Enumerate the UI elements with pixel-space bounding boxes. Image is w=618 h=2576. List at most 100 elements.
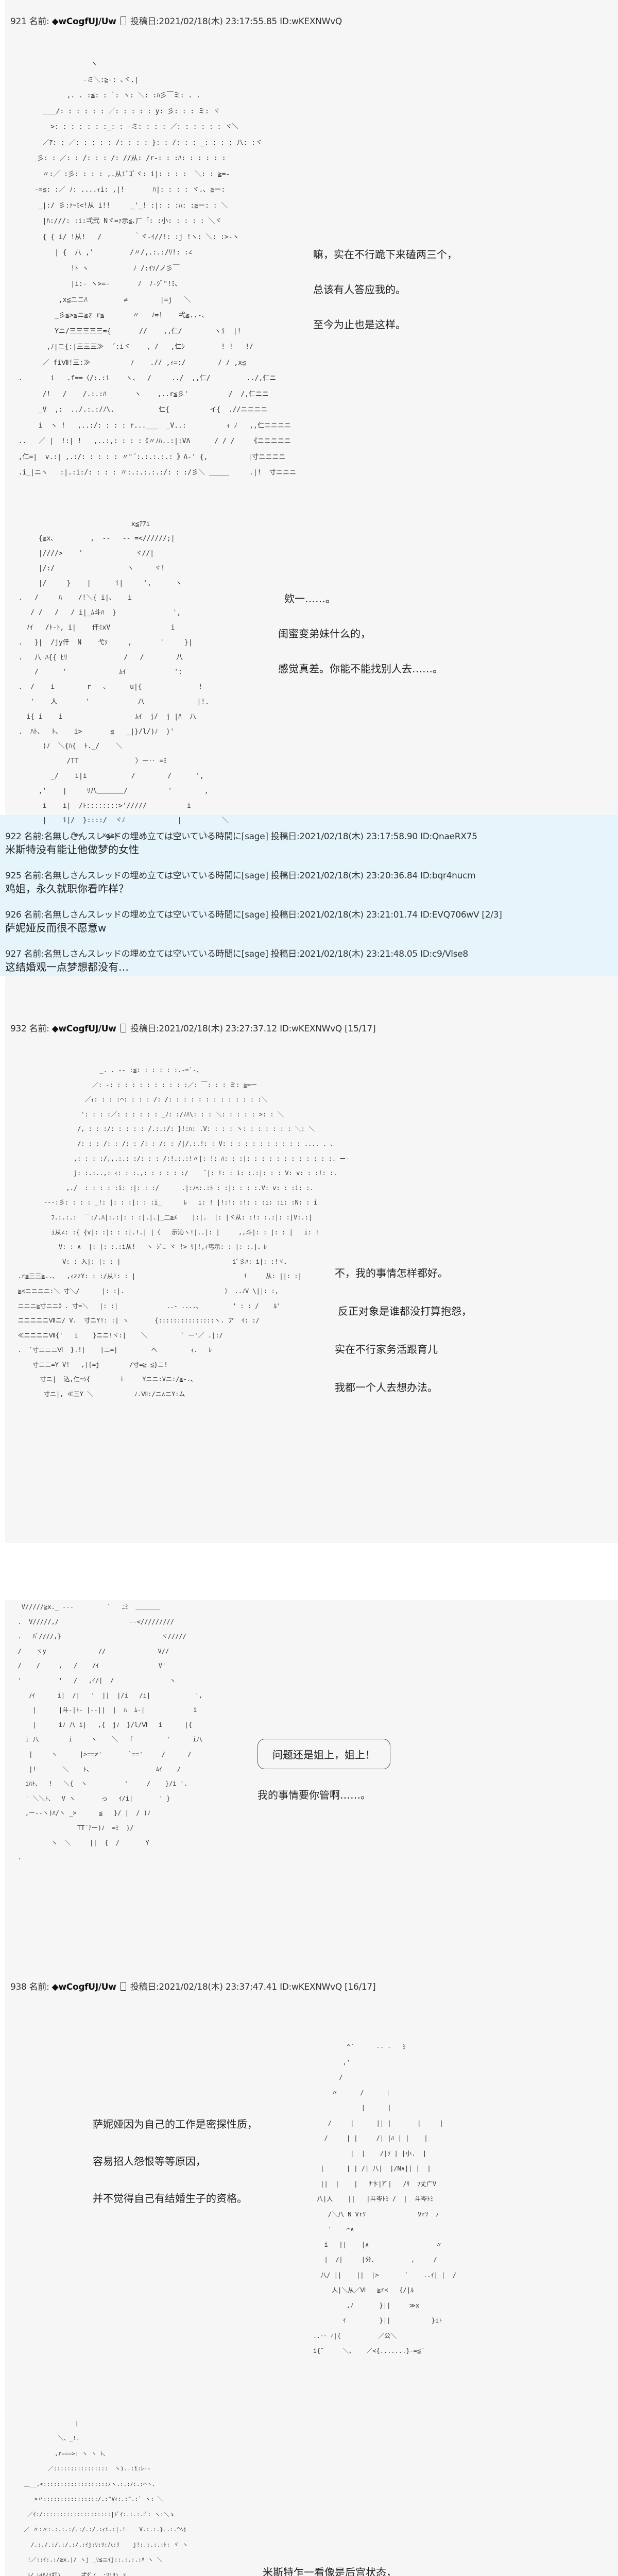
ascii-art: _. . -‐ :≦: : : : : :.-=`‐、 ／: -: : : : …: [18, 1066, 350, 1398]
post-header: 921 名前: ◆wCogfUJ/Uw 投稿日:2021/02/18(木) 23…: [10, 5, 613, 28]
missing-glyph-icon: [120, 16, 126, 25]
narration: 萨妮娅因为自己的工作是密探性质， 容易招人怨恨等等原因， 并不觉得自己有结婚生子…: [93, 2117, 278, 2226]
date-label: 投稿日:: [270, 910, 300, 920]
date-label: 投稿日:: [130, 1982, 159, 1992]
narration-line: 总该有人答应我的。: [313, 283, 406, 296]
post-date: 2021/02/18(木) 23:17:55.85: [159, 16, 277, 27]
post-header: 938 名前: ◆wCogfUJ/Uw 投稿日:2021/02/18(木) 23…: [10, 1981, 613, 1993]
post-header: 926 名前:名無しさんスレッドの埋め立ては空いている時間に[sage] 投稿日…: [5, 909, 613, 921]
speech-bubble: 问题还是姐上，姐上！: [258, 1739, 390, 1769]
narration: 嘛，实在不行跪下来磕两三个， 总该有人答应我的。 至今为止也是这样。: [313, 247, 457, 352]
reply-post: 927 名前:名無しさんスレッドの埋め立ては空いている時間に[sage] 投稿日…: [5, 948, 613, 974]
post-date: 2021/02/18(木) 23:27:37.12: [159, 1024, 277, 1034]
name-label: 名前:: [24, 871, 44, 881]
date-label: 投稿日:: [270, 871, 300, 881]
post-header: 927 名前:名無しさんスレッドの埋め立ては空いている時間に[sage] 投稿日…: [5, 948, 613, 960]
narration-line: 嘛，实在不行跪下来磕两三个，: [313, 248, 457, 261]
sage-tag: [sage]: [241, 871, 268, 881]
narration-line: 感觉真差。你能不能找别人去……。: [278, 662, 443, 675]
post-number: 932: [10, 1024, 27, 1034]
narration-line: 我都一个人去想办法。: [335, 1381, 438, 1394]
sage-tag: [sage]: [241, 832, 268, 842]
post-number: 927: [5, 949, 22, 959]
author-trip[interactable]: ◆wCogfUJ/Uw: [52, 1024, 116, 1034]
post-921: 921 名前: ◆wCogfUJ/Uw 投稿日:2021/02/18(木) 23…: [0, 0, 618, 854]
post-date: 2021/02/18(木) 23:17:58.90: [299, 832, 418, 842]
name-label: 名前:: [29, 1982, 49, 1992]
post-id[interactable]: ID:wKEXNWvQ: [280, 16, 342, 27]
narration-line: 至今为止也是这样。: [313, 318, 406, 331]
narration-line: 我的事情要你管啊……。: [258, 1789, 371, 1801]
reply-body: 萨妮娅反而很不愿意w: [5, 922, 107, 934]
date-label: 投稿日:: [130, 1024, 159, 1034]
post-date: 2021/02/18(木) 23:20:36.84: [299, 871, 418, 881]
post-id[interactable]: ID:EVQ706wV: [420, 910, 479, 920]
ascii-art: | ＼、_!. ,r===>: ヽ ヽ ﾄ、 ／::::::::::::::::…: [24, 2419, 188, 2576]
narration: 米斯特乍一看像是后宫状态， 其实虽然有女孩是真的喜欢他，但也有人觉得结婚跟 把他…: [258, 2565, 566, 2576]
name-label: 名前:: [29, 1024, 49, 1034]
post-id[interactable]: ID:bqr4nucm: [420, 871, 476, 881]
narration-line: 米斯特乍一看像是后宫状态，: [263, 2566, 397, 2576]
post-id[interactable]: ID:wKEXNWvQ: [280, 1982, 342, 1992]
post-number: 925: [5, 871, 22, 881]
post-date: 2021/02/18(木) 23:21:01.74: [299, 910, 418, 920]
post-id[interactable]: ID:QnaeRX75: [420, 832, 477, 842]
post-932: 932 名前: ◆wCogfUJ/Uw 投稿日:2021/02/18(木) 23…: [0, 976, 618, 1543]
anon-name: 名無しさんスレッドの埋め立ては空いている時間に: [44, 832, 242, 842]
post-number: 922: [5, 832, 22, 842]
narration-line: 并不觉得自己有结婚生子的资格。: [93, 2192, 247, 2205]
author-trip[interactable]: ◆wCogfUJ/Uw: [52, 1982, 116, 1992]
reply-body: 鸡姐，永久就职你看咋样？: [5, 883, 129, 895]
ascii-art: ^´ ‐- - ﾐ ,' / 〃 / | |: [313, 2043, 456, 2354]
post-date: 2021/02/18(木) 23:21:48.05: [299, 949, 418, 959]
post-id[interactable]: ID:wKEXNWvQ: [280, 1024, 342, 1034]
post-number: 938: [10, 1982, 27, 1992]
post-count: [16/17]: [345, 1982, 376, 1992]
sage-tag: [sage]: [241, 910, 268, 920]
post-number: 926: [5, 910, 22, 920]
ascii-art: V/////≧x._ -‐- ` ﾆﾐ ＿＿＿＿ . V/////,/ -‐</…: [18, 1603, 203, 1861]
reply-body: 米斯特没有能让他做梦的女性: [5, 843, 139, 856]
scene-2: | ＼、_!. ,r===>: ヽ ヽ ﾄ、 ／::::::::::::::::…: [10, 2416, 613, 2576]
scene-2: x≦ｱｱi {≧x､ , -- -- =<//////;| |////> ' ヾ…: [10, 517, 613, 858]
ascii-art: ヽ -ミ＼:≧-: ､ヾ.| ,. . :≦: : `: ヽ: ＼: :ﾊ彡￣ミ…: [18, 60, 297, 477]
post-count: [2/3]: [482, 910, 502, 920]
narration-line: 反正对象是谁都没打算抱怨，: [338, 1305, 472, 1317]
post-id[interactable]: ID:c9/Vlse8: [420, 949, 468, 959]
scene-1: ヽ -ミ＼:≧-: ､ヾ.| ,. . :≦: : `: ヽ: ＼: :ﾊ彡￣ミ…: [10, 57, 613, 481]
reply-post: 922 名前:名無しさんスレッドの埋め立ては空いている時間に[sage] 投稿日…: [5, 831, 613, 856]
missing-glyph-icon: [120, 1024, 126, 1032]
narration: 欸一……。 闺蜜变弟妹什么的， 感觉真差。你能不能找别人去……。: [278, 591, 443, 697]
reply-body: 这结婚观一点梦想都没有…: [5, 961, 129, 973]
narration-line: 实在不行家务活跟育儿: [335, 1343, 438, 1355]
narration: 不，我的事情怎样都好。 反正对象是谁都没打算抱怨， 实在不行家务活跟育儿 我都一…: [335, 1266, 472, 1415]
post-header: 922 名前:名無しさんスレッドの埋め立ては空いている時間に[sage] 投稿日…: [5, 831, 613, 843]
narration-line: 欸一……。: [284, 592, 336, 605]
scene-2: V/////≧x._ -‐- ` ﾆﾐ ＿＿＿＿ . V/////,/ -‐</…: [10, 1600, 613, 1865]
post-932-cont: V/////≧x._ -‐- ` ﾆﾐ ＿＿＿＿ . V/////,/ -‐</…: [0, 1600, 618, 1981]
reply-post: 926 名前:名無しさんスレッドの埋め立ては空いている時間に[sage] 投稿日…: [5, 909, 613, 935]
post-count: [15/17]: [345, 1024, 376, 1034]
anon-name: 名無しさんスレッドの埋め立ては空いている時間に: [44, 949, 242, 959]
missing-glyph-icon: [120, 1982, 126, 1991]
narration-line: 容易招人怨恨等等原因，: [93, 2155, 206, 2167]
ascii-art: x≦ｱｱi {≧x､ , -- -- =<//////;| |////> ' ヾ…: [18, 520, 229, 855]
author-trip[interactable]: ◆wCogfUJ/Uw: [52, 16, 116, 27]
name-label: 名前:: [29, 16, 49, 27]
narration-line: 闺蜜变弟妹什么的，: [278, 627, 371, 640]
date-label: 投稿日:: [270, 832, 300, 842]
post-date: 2021/02/18(木) 23:37:47.41: [159, 1982, 277, 1992]
narration-line: 萨妮娅因为自己的工作是密探性质，: [93, 2118, 258, 2130]
date-label: 投稿日:: [270, 949, 300, 959]
sage-tag: [sage]: [241, 949, 268, 959]
reply-post: 925 名前:名無しさんスレッドの埋め立ては空いている時間に[sage] 投稿日…: [5, 870, 613, 895]
narration-line: 不，我的事情怎样都好。: [335, 1267, 448, 1279]
post-938: 938 名前: ◆wCogfUJ/Uw 投稿日:2021/02/18(木) 23…: [0, 1981, 618, 2576]
name-label: 名前:: [24, 949, 44, 959]
post-header: 932 名前: ◆wCogfUJ/Uw 投稿日:2021/02/18(木) 23…: [10, 981, 613, 1035]
scene-1: 萨妮娅因为自己的工作是密探性质， 容易招人怨恨等等原因， 并不觉得自己有结婚生子…: [10, 2040, 613, 2359]
anon-name: 名無しさんスレッドの埋め立ては空いている時間に: [44, 871, 242, 881]
date-label: 投稿日:: [130, 16, 159, 27]
name-label: 名前:: [24, 910, 44, 920]
